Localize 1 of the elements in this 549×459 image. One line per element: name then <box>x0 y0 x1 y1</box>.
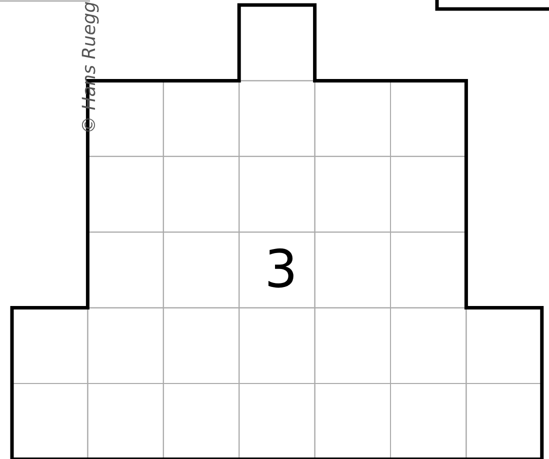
copyright-text: © Hans Ruegg <box>79 1 100 134</box>
